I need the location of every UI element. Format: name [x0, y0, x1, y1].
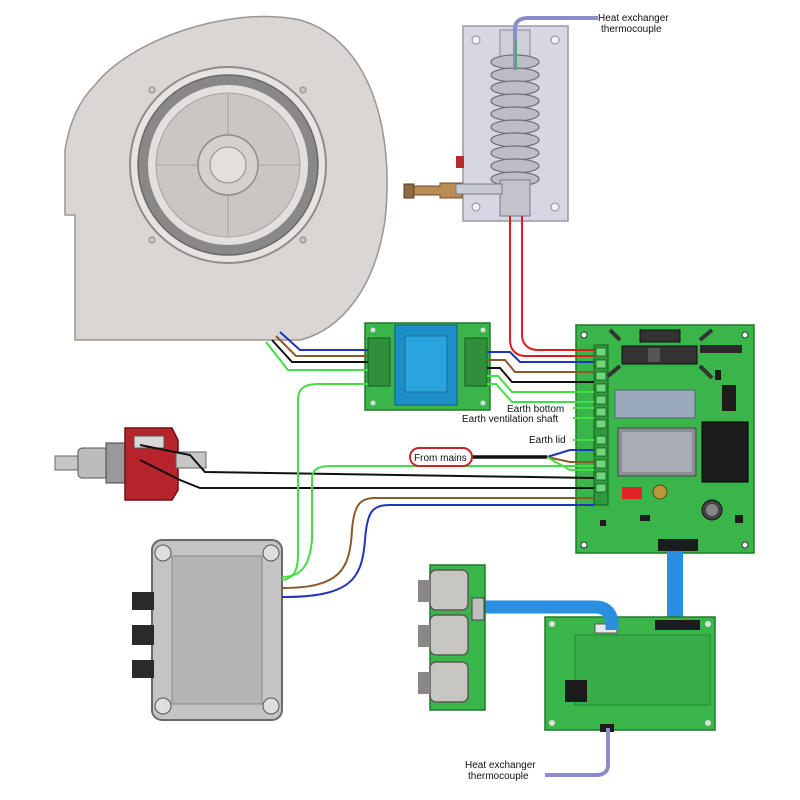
heat-exchanger	[403, 25, 569, 222]
from-mains-badge	[409, 447, 473, 467]
wires	[139, 216, 595, 598]
transformer-board	[364, 322, 491, 411]
earth-bottom-label: Earth bottom	[507, 404, 564, 415]
thermocouple-cable-top	[513, 16, 598, 70]
junction-box	[132, 539, 283, 721]
pump	[54, 427, 207, 501]
heat-exchanger-bottom-label-line1: Heat exchanger	[465, 760, 536, 771]
display-board	[544, 616, 716, 732]
earth-ventilation-shaft-label: Earth ventilation shaft	[462, 414, 558, 425]
heat-exchanger-top-label-line2: thermocouple	[601, 24, 662, 35]
thermocouple-cable-bottom	[545, 728, 610, 777]
from-mains-label: From mains	[414, 453, 467, 464]
blower-fan	[64, 15, 388, 341]
heat-exchanger-bottom-label-line2: thermocouple	[468, 771, 529, 782]
main-control-board	[575, 324, 755, 554]
heat-exchanger-top-label-line1: Heat exchanger	[598, 13, 669, 24]
earth-lid-label: Earth lid	[529, 435, 566, 446]
ribbon-cable-horizontal	[478, 600, 619, 630]
button-board	[418, 564, 486, 711]
